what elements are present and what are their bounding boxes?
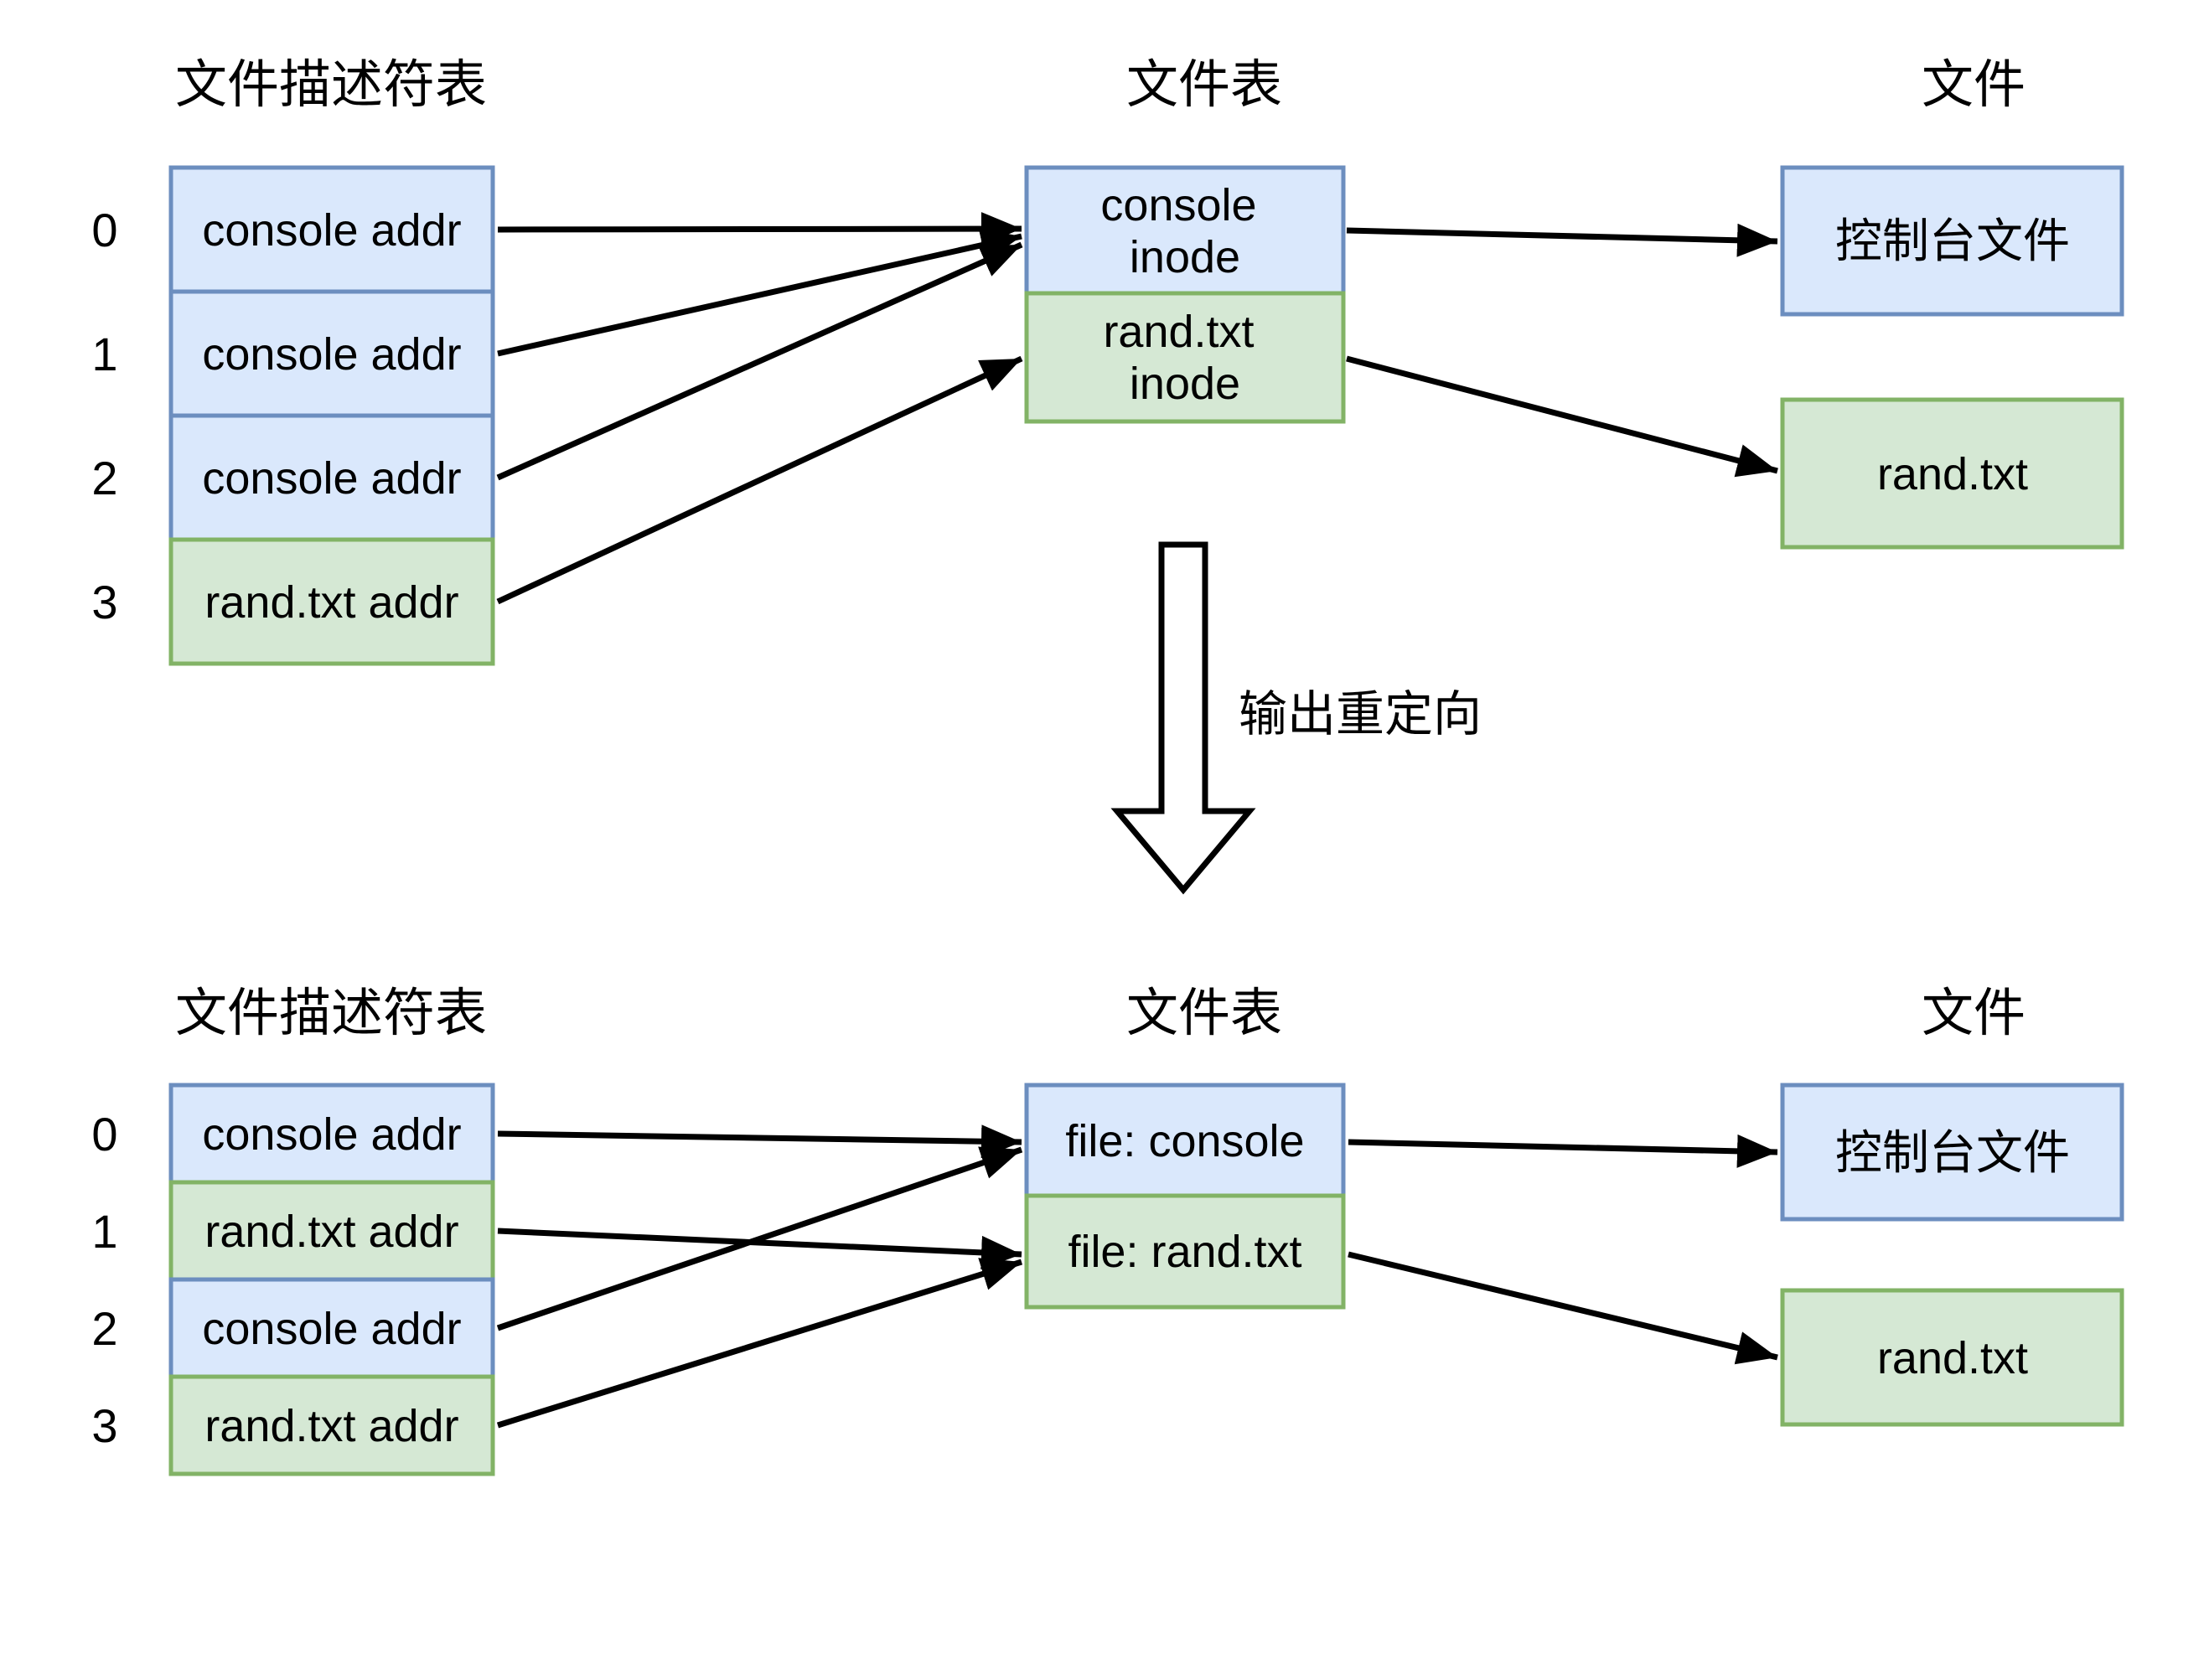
after-fd-row-0-box: [168, 1083, 495, 1185]
after-file-table: file: console file: rand.txt: [1024, 1083, 1346, 1310]
before-fd-row-2-label: console addr: [202, 453, 461, 504]
after-file-rand-box: [1024, 1193, 1346, 1310]
after-fd-index-1: 1: [91, 1205, 117, 1258]
after-fd-row-3-label: rand.txt addr: [204, 1401, 458, 1451]
edge-after-fd0-to-file-console: [497, 1124, 1022, 1159]
transition-label: 输出重定向: [1239, 687, 1482, 742]
edge-before-fd2-to-console-inode: [496, 241, 1023, 481]
before-rand-inode-label: rand.txt inode: [1103, 307, 1266, 409]
before-file-table: console inode rand.txt inode: [1024, 165, 1346, 424]
transition: 输出重定向: [1110, 541, 1482, 895]
before-console-file-label: 控制台文件: [1835, 215, 2070, 267]
after-rand-file-label: rand.txt: [1877, 1333, 2028, 1383]
after-file-console-label: file: console: [1065, 1116, 1304, 1166]
after-rand-file-box: [1780, 1288, 2124, 1427]
after-file-rand-label: file: rand.txt: [1068, 1227, 1301, 1277]
after-fd-index-0: 0: [91, 1108, 117, 1160]
edge-after-file-console-to-console-file: [1348, 1134, 1778, 1168]
before-fd-row-3-box: [168, 537, 495, 666]
before-fd-index-2: 2: [91, 452, 117, 504]
before-files: 控制台文件 rand.txt: [1780, 165, 2124, 550]
after-file-table-title: 文件表: [1126, 985, 1282, 1042]
before-file-table-title: 文件表: [1126, 56, 1282, 114]
before-fd-row-3-label: rand.txt addr: [204, 577, 458, 628]
before-fd-row-1-label: console addr: [202, 329, 461, 380]
after-fd-index-3: 3: [91, 1399, 117, 1452]
after-files-title: 文件: [1922, 985, 2026, 1042]
edge-before-fd1-to-console-inode: [497, 228, 1022, 357]
edge-after-fd3-to-file-rand: [496, 1258, 1023, 1429]
before-rand-file-box: [1780, 397, 2124, 550]
edge-before-fd3-to-rand-inode: [496, 355, 1023, 605]
after-fd-row-3-box: [168, 1374, 495, 1476]
before-fd-table-title: 文件描述符表: [175, 56, 487, 114]
after-fd-row-2-label: console addr: [202, 1304, 461, 1354]
after-fd-row-0-label: console addr: [202, 1109, 461, 1160]
before-fd-index-1: 1: [91, 328, 117, 380]
before-fd-index-3: 3: [91, 576, 117, 628]
before-fd-row-0-label: console addr: [202, 205, 461, 256]
after-fd-row-1-box: [168, 1180, 495, 1282]
edge-after-fd2-to-file-console: [496, 1146, 1023, 1331]
after-fd-row-1-label: rand.txt addr: [204, 1207, 458, 1257]
before-fd-row-0-box: [168, 165, 495, 294]
after-console-file-box: [1780, 1083, 2124, 1222]
edge-after-fd1-to-file-rand: [497, 1228, 1022, 1269]
before-fd-table: 0 1 2 3 console addr console addr consol…: [91, 165, 495, 666]
edge-after-file-rand-to-rand-file: [1348, 1251, 1778, 1365]
edge-before-console-inode-to-console-file: [1346, 223, 1778, 257]
before-fd-row-1-box: [168, 289, 495, 418]
before-console-inode-label: console inode: [1100, 180, 1269, 282]
after-fd-index-2: 2: [91, 1302, 117, 1355]
before-rand-file-label: rand.txt: [1877, 449, 2028, 499]
before-files-title: 文件: [1922, 56, 2026, 114]
after-section: 文件描述符表 文件表 文件 0 1 2 3 console addr rand.…: [91, 985, 2124, 1476]
redirect-down-arrow-icon: [1110, 541, 1256, 895]
after-files: 控制台文件 rand.txt: [1780, 1083, 2124, 1427]
edge-before-rand-inode-to-rand-file: [1346, 355, 1778, 478]
before-fd-index-0: 0: [91, 204, 117, 256]
after-fd-table-title: 文件描述符表: [175, 985, 487, 1042]
before-console-file-box: [1780, 165, 2124, 317]
before-section: 文件描述符表 文件表 文件 0 1 2 3 console addr conso…: [91, 56, 2124, 666]
edge-before-fd0-to-console-inode: [497, 212, 1022, 246]
after-fd-table: 0 1 2 3 console addr rand.txt addr conso…: [91, 1083, 495, 1476]
after-console-file-label: 控制台文件: [1835, 1126, 2070, 1179]
before-rand-inode-box: [1024, 291, 1346, 424]
